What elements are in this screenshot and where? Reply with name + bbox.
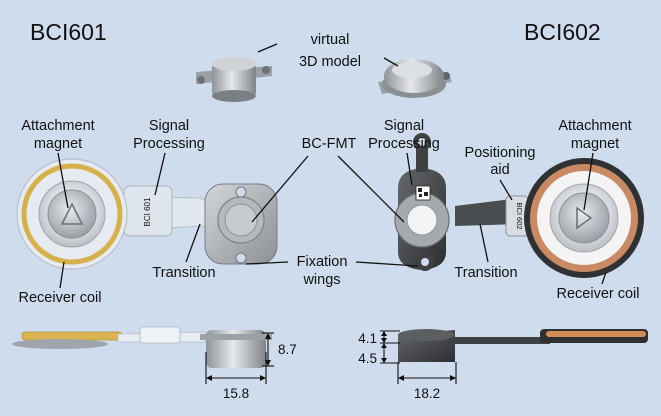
label-transition-left: Transition	[152, 265, 215, 281]
leader-transition-left	[185, 223, 201, 263]
leader-fixation-left	[245, 261, 289, 265]
leader-attachment-left	[57, 152, 69, 209]
dim-right-top: 4.1	[358, 331, 377, 346]
triangle-mark-icon	[576, 206, 593, 230]
model-label-line1: virtual	[311, 32, 350, 48]
leader-bcfmt-right	[337, 155, 405, 223]
label-transition-right: Transition	[454, 265, 517, 281]
leader-model-right	[383, 57, 399, 67]
dim-left-height: 8.7	[278, 342, 297, 357]
leader-attachment-right	[583, 152, 594, 211]
leader-signal-right	[406, 152, 413, 186]
label-signal-right-1: Signal	[384, 118, 424, 134]
label-attachment-right-1: Attachment	[558, 118, 631, 134]
leader-fixation-right	[355, 261, 419, 267]
label-signal-left-2: Processing	[133, 136, 205, 152]
label-signal-left-1: Signal	[149, 118, 189, 134]
label-positioning-2: aid	[490, 162, 509, 178]
leader-positioning	[499, 179, 513, 201]
virtual-model-right	[378, 59, 452, 98]
model-label-line2: 3D model	[299, 54, 361, 70]
leader-bcfmt-left	[251, 155, 309, 223]
label-attachment-left-2: magnet	[34, 136, 82, 152]
bci602-implant: BCI 602	[394, 133, 644, 278]
bci602-imprint: BCI 602	[515, 202, 524, 229]
dim-left-width: 15.8	[223, 386, 249, 401]
virtual-model-left	[196, 57, 272, 102]
leader-receiver-right	[601, 271, 607, 285]
dimension-lines	[205, 330, 457, 384]
leader-transition-right	[479, 223, 489, 263]
device-title-left: BCI601	[30, 19, 107, 45]
label-fixation-2: wings	[302, 272, 340, 288]
dim-right-width: 18.2	[414, 386, 440, 401]
label-receiver-left: Receiver coil	[19, 290, 102, 306]
label-positioning-1: Positioning	[465, 145, 536, 161]
attachment-magnet-left	[47, 189, 97, 239]
device-title-right: BCI602	[524, 19, 601, 45]
label-receiver-right: Receiver coil	[557, 286, 640, 302]
bci601-implant: BCI 601	[16, 158, 278, 270]
leader-receiver-left	[59, 261, 65, 289]
label-attachment-right-2: magnet	[571, 136, 619, 152]
attachment-magnet-right	[558, 192, 610, 244]
bci602-side-view	[398, 329, 648, 362]
dim-right-bottom: 4.5	[358, 351, 377, 366]
label-fixation-1: Fixation	[297, 254, 348, 270]
label-attachment-left-1: Attachment	[21, 118, 94, 134]
leader-model-left	[257, 43, 278, 53]
receiver-coil-left	[21, 163, 123, 265]
bci601-imprint: BCI 601	[143, 197, 152, 226]
label-signal-right-2: Processing	[368, 136, 440, 152]
triangle-mark-icon	[60, 202, 84, 225]
leader-lines	[57, 152, 607, 289]
bci601-side-view	[12, 326, 272, 368]
label-bcfmt: BC-FMT	[302, 136, 357, 152]
leader-signal-left	[154, 152, 166, 196]
